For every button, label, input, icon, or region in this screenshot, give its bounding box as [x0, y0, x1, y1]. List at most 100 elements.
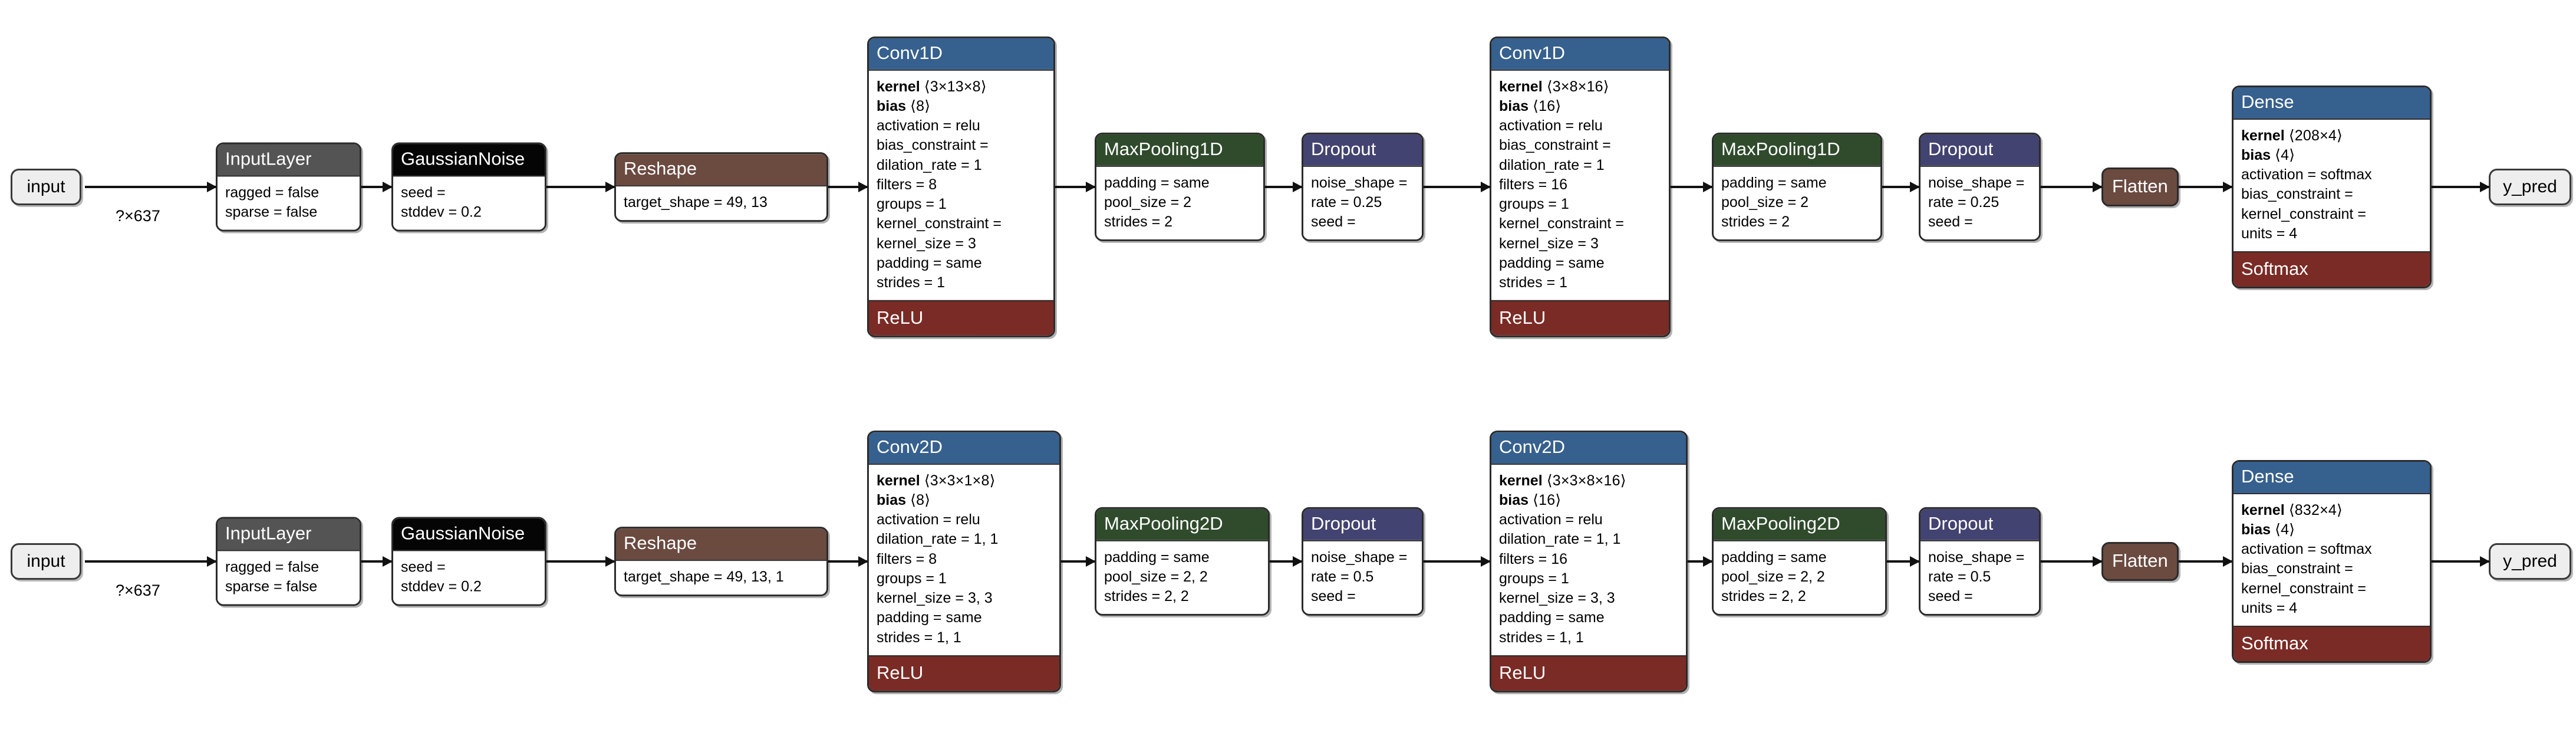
- attribute-key: bias: [1499, 97, 1529, 114]
- attribute-key: bias: [877, 97, 907, 114]
- attribute-row: seed =: [1928, 213, 1973, 230]
- attribute-row: activation = relu: [877, 117, 980, 134]
- attribute-key: bias: [2241, 146, 2271, 163]
- attribute-row: strides = 2: [1721, 213, 1790, 230]
- layer-flatten[interactable]: Flatten: [2101, 167, 2179, 206]
- connector-arrow: [828, 560, 867, 563]
- connector-arrow: [1887, 560, 1919, 563]
- layer-title: Dropout: [1921, 508, 2039, 540]
- attribute-row: seed =: [401, 184, 446, 201]
- connector-arrow: [1265, 186, 1302, 188]
- connector-arrow: [2179, 560, 2232, 563]
- attribute-row: rate = 0.25: [1928, 193, 1999, 211]
- attribute-row: bias ⟨4⟩: [2241, 146, 2422, 165]
- attribute-shape: ⟨3×8×16⟩: [1542, 78, 1609, 95]
- attribute-row: groups = 1: [1499, 195, 1569, 212]
- connector-arrow: [2432, 186, 2489, 188]
- attribute-row: pool_size = 2, 2: [1104, 568, 1208, 585]
- tensor-shape-label: ?×637: [116, 582, 160, 599]
- layer-attributes: kernel ⟨3×3×8×16⟩bias ⟨16⟩activation = r…: [1491, 463, 1686, 655]
- layer-title: Dropout: [1303, 508, 1422, 540]
- layer-attributes: kernel ⟨3×8×16⟩bias ⟨16⟩activation = rel…: [1491, 69, 1669, 301]
- attribute-row: kernel ⟨3×3×8×16⟩: [1499, 471, 1678, 491]
- attribute-row: kernel ⟨832×4⟩: [2241, 501, 2422, 520]
- attribute-shape: ⟨832×4⟩: [2284, 501, 2343, 518]
- attribute-key: kernel: [1499, 472, 1543, 489]
- layer-attributes: padding = same pool_size = 2, 2 strides = …: [1096, 540, 1268, 615]
- attribute-row: rate = 0.5: [1311, 568, 1374, 585]
- attribute-row: strides = 1, 1: [1499, 629, 1584, 646]
- attribute-row: units = 4: [2241, 599, 2298, 616]
- attribute-row: padding = same: [1721, 174, 1827, 191]
- attribute-row: sparse = false: [225, 578, 318, 595]
- attribute-shape: ⟨208×4⟩: [2284, 127, 2343, 144]
- attribute-row: groups = 1: [877, 195, 947, 212]
- layer-attributes: seed =stddev = 0.2: [393, 550, 545, 605]
- layer-attributes: seed =stddev = 0.2: [393, 175, 545, 230]
- attribute-row: kernel_constraint =: [877, 215, 1002, 232]
- attribute-row: target_shape = 49, 13: [624, 193, 767, 211]
- attribute-shape: ⟨3×13×8⟩: [920, 78, 987, 95]
- attribute-row: target_shape = 49, 13, 1: [624, 568, 784, 585]
- attribute-row: kernel_constraint =: [1499, 215, 1624, 232]
- attribute-key: kernel: [877, 472, 920, 489]
- layer-flatten[interactable]: Flatten: [2101, 542, 2179, 581]
- attribute-row: groups = 1: [1499, 570, 1569, 587]
- attribute-row: bias ⟨16⟩: [1499, 491, 1678, 510]
- attribute-row: filters = 8: [877, 550, 937, 567]
- layer-title: GaussianNoise: [393, 144, 545, 176]
- attribute-row: padding = same: [1104, 548, 1210, 566]
- layer-attributes: kernel ⟨208×4⟩bias ⟨4⟩activation = softm…: [2234, 118, 2430, 252]
- attribute-row: strides = 2, 2: [1721, 587, 1806, 605]
- attribute-row: bias_constraint =: [2241, 560, 2353, 577]
- activation-badge: ReLU: [1491, 655, 1686, 691]
- attribute-row: dilation_rate = 1: [877, 156, 982, 173]
- input-terminal: input: [11, 169, 81, 205]
- attribute-shape: ⟨3×3×8×16⟩: [1542, 472, 1626, 489]
- connector-arrow: [361, 560, 391, 563]
- connector-arrow: [1424, 186, 1490, 188]
- connector-arrow: [85, 560, 216, 563]
- layer-title: Dense: [2234, 461, 2430, 493]
- attribute-key: kernel: [1499, 78, 1543, 95]
- layer-attributes: kernel ⟨832×4⟩bias ⟨4⟩activation = softm…: [2234, 492, 2430, 626]
- attribute-row: kernel_constraint =: [2241, 205, 2366, 222]
- attribute-key: bias: [1499, 491, 1529, 508]
- layer-title: Conv2D: [1491, 432, 1686, 464]
- attribute-row: bias ⟨16⟩: [1499, 97, 1661, 116]
- layer-attributes: kernel ⟨3×3×1×8⟩bias ⟨8⟩activation = rel…: [869, 463, 1059, 655]
- attribute-row: seed =: [401, 559, 446, 576]
- connector-arrow: [1882, 186, 1919, 188]
- attribute-row: strides = 2, 2: [1104, 587, 1189, 605]
- connector-arrow: [2041, 560, 2101, 563]
- layer-attributes: kernel ⟨3×13×8⟩bias ⟨8⟩activation = relu…: [869, 69, 1053, 301]
- attribute-row: bias_constraint =: [2241, 186, 2353, 203]
- attribute-row: rate = 0.5: [1928, 568, 1991, 585]
- attribute-row: noise_shape =: [1311, 548, 1408, 566]
